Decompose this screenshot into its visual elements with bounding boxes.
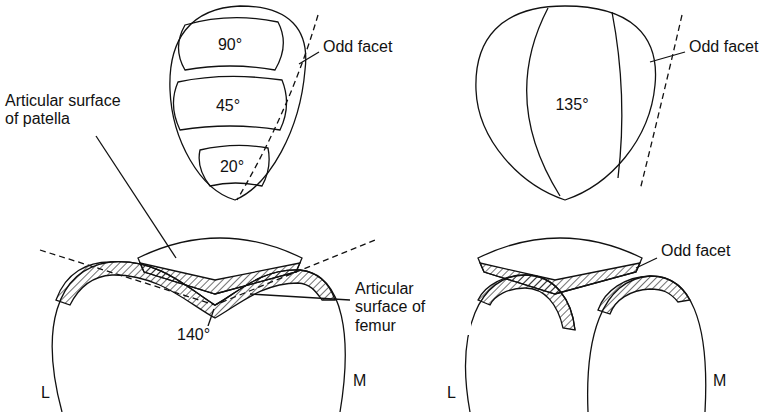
facet-90: [179, 18, 284, 70]
facet-20: [199, 145, 269, 186]
facet-boundary: [612, 12, 622, 178]
odd-facet-boundary: [640, 15, 682, 190]
leader-line: [96, 136, 176, 258]
patella-outline: [170, 6, 306, 200]
leader-line: [208, 309, 214, 326]
side-label: M: [352, 372, 367, 390]
condyle-cartilage: [598, 276, 690, 314]
facet-45: [173, 76, 286, 130]
facet-angle: 45°: [215, 97, 241, 115]
facet-angle: 135°: [554, 96, 589, 114]
femur-outline: [52, 262, 345, 412]
part-label: Articular surface of patella: [4, 92, 131, 129]
facet-angle: 90°: [217, 36, 243, 54]
leader-line: [650, 52, 685, 62]
side-label: L: [40, 384, 51, 402]
lateral-condyle: [466, 275, 575, 412]
part-label: Odd facet: [660, 242, 731, 260]
leader-line: [299, 52, 319, 64]
odd-facet-boundary: [237, 15, 318, 200]
femur-cartilage: [56, 262, 335, 318]
condyle-cartilage: [478, 275, 575, 330]
medial-condyle: [588, 276, 706, 412]
angle-label: 140°: [176, 326, 211, 344]
patella-outline: [476, 6, 656, 200]
part-label: Odd facet: [322, 38, 393, 56]
leader-line: [250, 294, 350, 300]
leader-line: [636, 258, 657, 268]
part-label: Odd facet: [688, 38, 759, 56]
side-label: M: [712, 372, 727, 390]
angle-line: [40, 240, 375, 305]
part-label: Articular surface of femur: [354, 280, 471, 335]
facet-angle: 20°: [219, 158, 245, 176]
side-label: L: [446, 384, 457, 402]
